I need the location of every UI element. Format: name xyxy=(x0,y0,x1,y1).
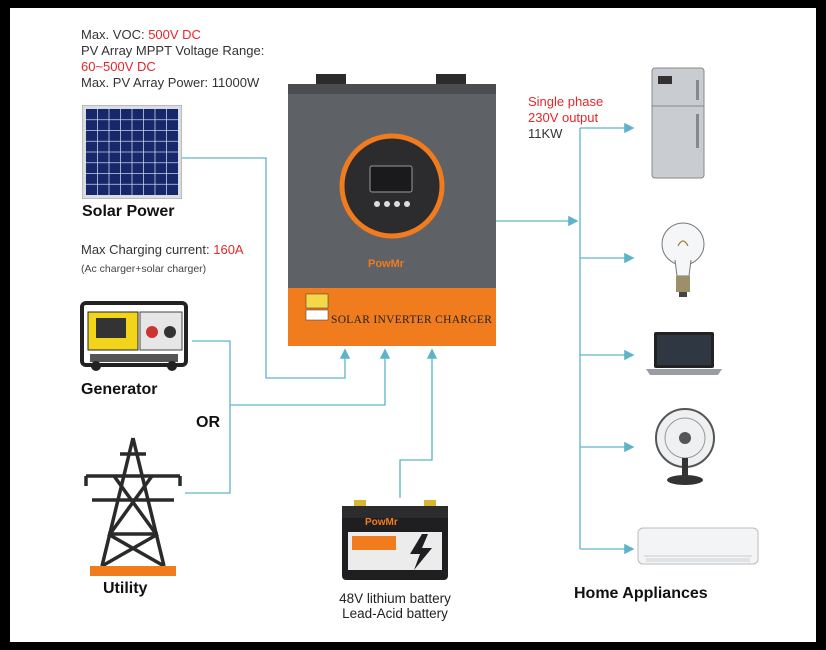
output-phase: Single phase xyxy=(528,94,604,109)
output-voltage: 230V output xyxy=(528,110,599,125)
battery-caption-line1: 48V lithium battery xyxy=(339,591,451,606)
utility-tower-icon xyxy=(84,437,182,576)
utility-title: Utility xyxy=(103,580,148,597)
refrigerator-icon xyxy=(651,67,705,179)
max-voc-value: 500V DC xyxy=(148,27,201,42)
output-power: 11KW xyxy=(528,126,563,141)
mppt-range-value: 60~500V DC xyxy=(81,59,156,74)
light-bulb-icon xyxy=(661,222,705,297)
inverter-brand: PowMr xyxy=(368,258,405,270)
mppt-range-label: PV Array MPPT Voltage Range: xyxy=(81,43,265,58)
inverter-band-text: SOLAR INVERTER CHARGER xyxy=(331,314,493,326)
generator-title: Generator xyxy=(81,381,158,398)
wire-generator xyxy=(185,340,231,494)
wire-solar xyxy=(182,157,351,379)
solar-power-title: Solar Power xyxy=(82,203,175,220)
max-charging-line: Max Charging current: 160A xyxy=(81,242,244,258)
max-voc-line: Max. VOC: 500V DC xyxy=(81,27,201,43)
or-label: OR xyxy=(196,414,220,431)
max-pv-power: Max. PV Array Power: 11000W xyxy=(81,75,260,90)
max-voc-label: Max. VOC: xyxy=(81,27,149,42)
max-charging-label: Max Charging current: xyxy=(81,242,214,257)
connection-wires xyxy=(182,122,635,555)
solar-panel-icon xyxy=(82,105,182,199)
laptop-icon xyxy=(646,332,722,375)
inverter-device-icon xyxy=(288,74,496,346)
home-appliances-title: Home Appliances xyxy=(574,585,708,602)
wire-battery xyxy=(399,348,438,498)
diagram-canvas: Max. VOC: 500V DC PV Array MPPT Voltage … xyxy=(10,8,816,642)
battery-caption-line2: Lead-Acid battery xyxy=(342,606,448,621)
battery-icon xyxy=(342,500,448,580)
charging-note: (Ac charger+solar charger) xyxy=(81,263,207,275)
air-conditioner-icon xyxy=(637,527,759,565)
fan-icon xyxy=(655,408,715,485)
battery-brand: PowMr xyxy=(365,517,398,528)
generator-icon xyxy=(80,301,188,371)
max-charging-value: 160A xyxy=(213,242,244,257)
wire-grid xyxy=(230,348,391,406)
